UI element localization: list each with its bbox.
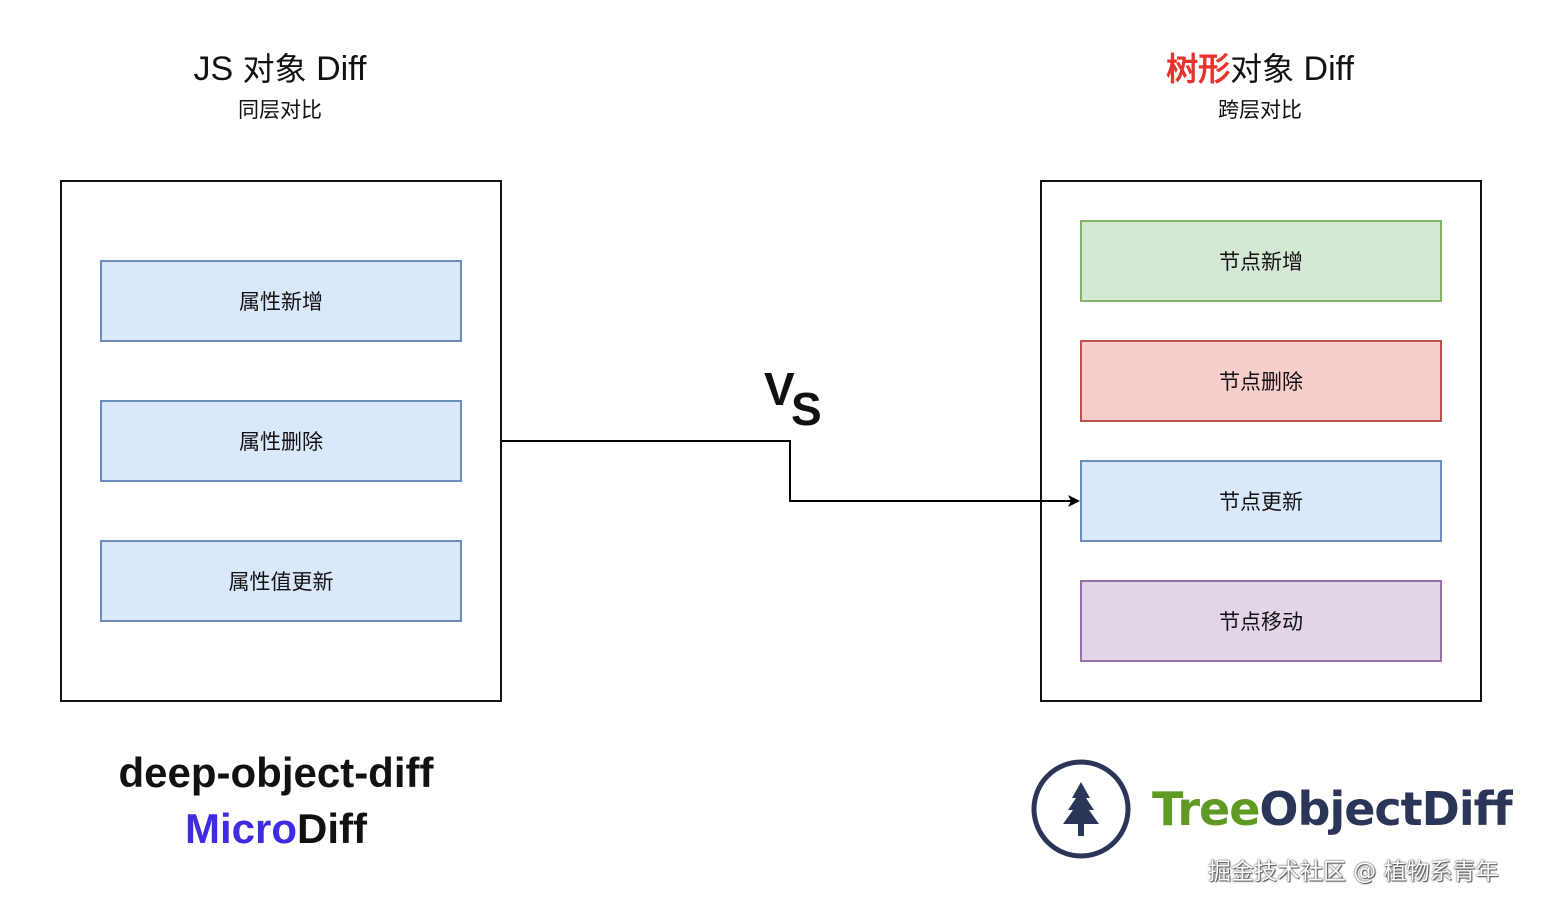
brand-tree-object-diff: TreeObjectDiff	[1152, 786, 1513, 832]
left-title-prefix: JS	[193, 50, 243, 88]
right-item-add: 节点新增	[1080, 220, 1442, 302]
right-title-suffix: Diff	[1294, 50, 1354, 88]
vs-label-s: S	[791, 383, 822, 435]
right-item-delete: 节点删除	[1080, 340, 1442, 422]
left-title: JS 对象 Diff	[80, 44, 480, 90]
right-item-update: 节点更新	[1080, 460, 1442, 542]
brand-rest: ObjectDiff	[1259, 782, 1512, 836]
left-title-cjk: 对象	[242, 50, 307, 88]
lib-microdiff: MicroDiff	[60, 808, 492, 850]
left-item-delete: 属性删除	[100, 400, 462, 482]
right-title: 树形对象 Diff	[1060, 44, 1460, 90]
left-item-update: 属性值更新	[100, 540, 462, 622]
lib-microdiff-accent: Micro	[185, 805, 298, 852]
right-item-move: 节点移动	[1080, 580, 1442, 662]
vs-label-v: V	[764, 363, 795, 415]
left-item-add: 属性新增	[100, 260, 462, 342]
left-title-suffix: Diff	[306, 50, 367, 88]
lib-deep-object-diff: deep-object-diff	[118, 749, 434, 796]
left-subtitle: 同层对比	[238, 98, 322, 122]
lib-microdiff-rest: Diff	[297, 805, 367, 852]
watermark: 掘金技术社区 @ 植物系青年	[1208, 859, 1499, 885]
right-title-highlight: 树形	[1166, 50, 1231, 88]
tree-icon	[1031, 759, 1131, 859]
brand-tree: Tree	[1152, 782, 1260, 836]
right-subtitle: 跨层对比	[1218, 98, 1302, 122]
right-title-cjk: 对象	[1230, 50, 1295, 88]
